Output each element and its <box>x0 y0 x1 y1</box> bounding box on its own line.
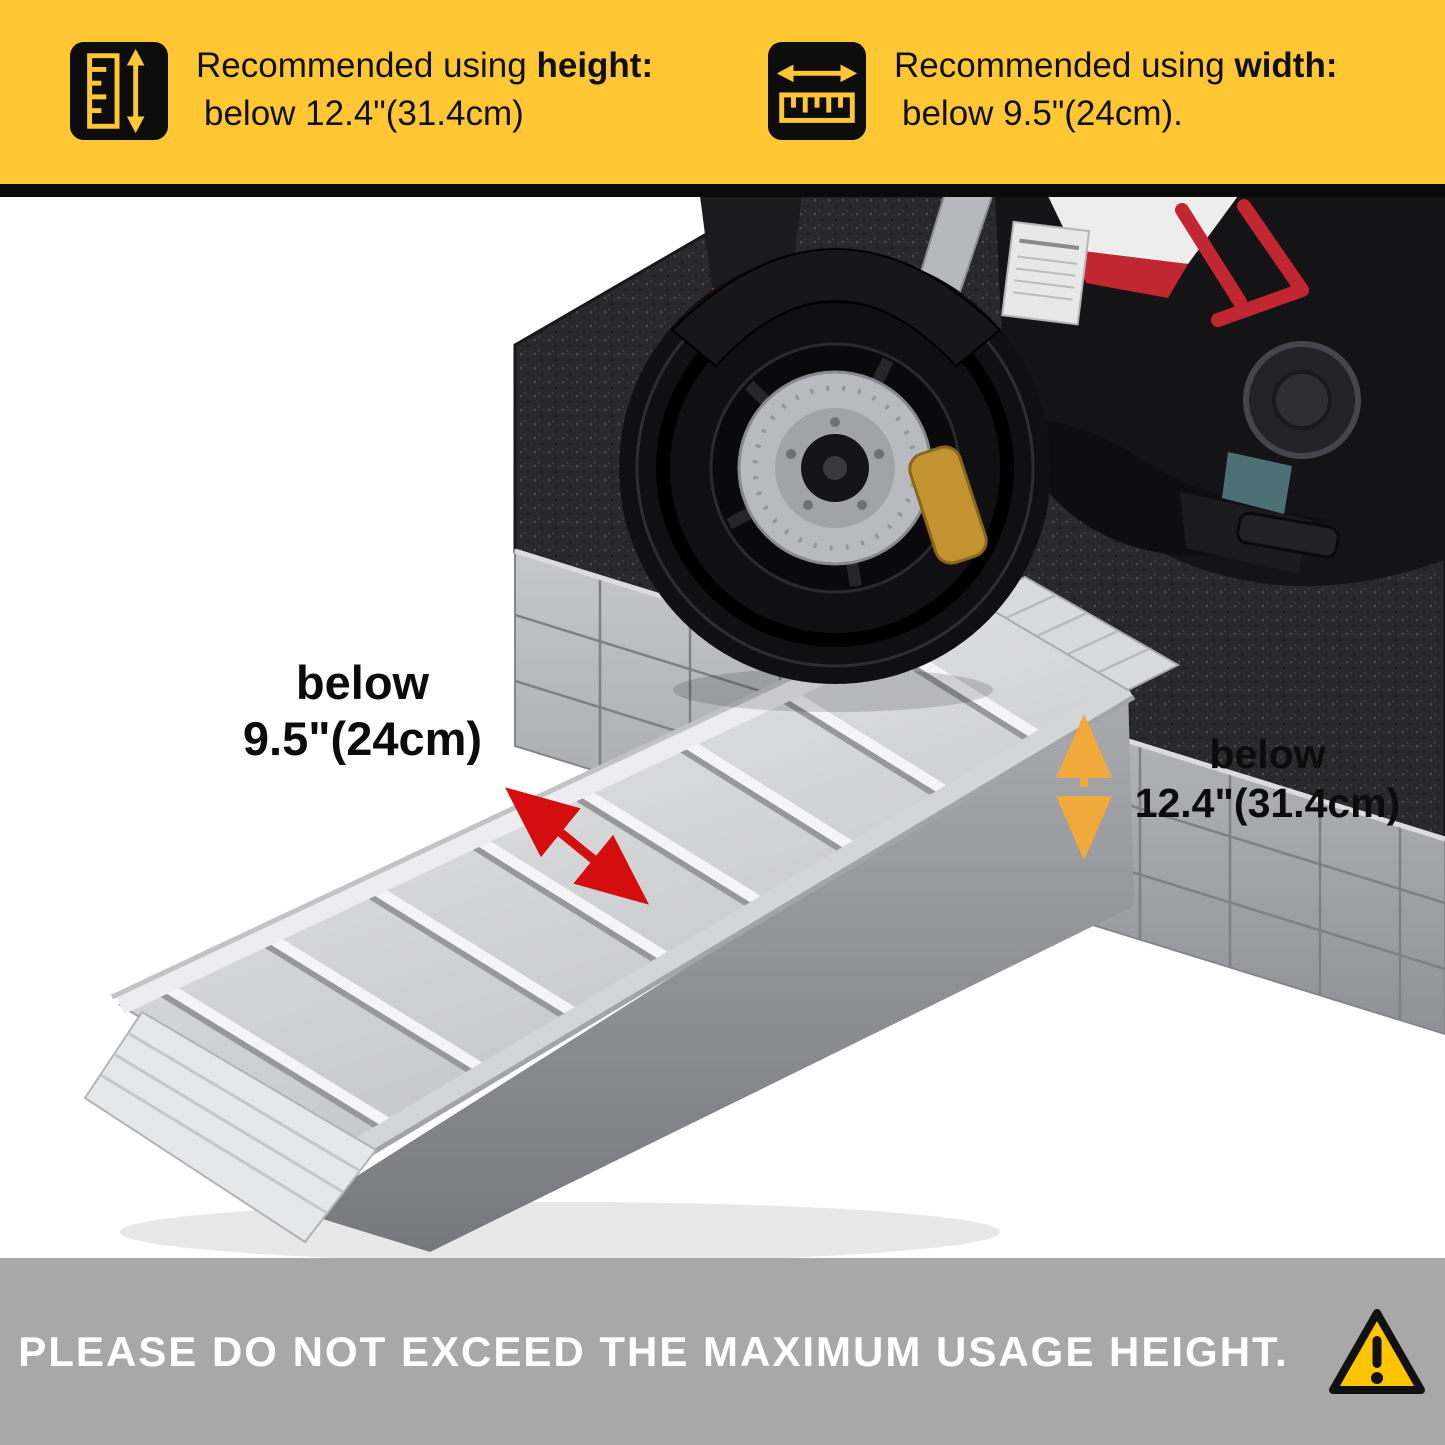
ramp-width-label-line2: 9.5"(24cm) <box>242 712 483 766</box>
motorcycle-body <box>700 196 1445 586</box>
ramp-width-label: below 9.5"(24cm) <box>185 655 540 768</box>
platform-height-label-line1: below <box>1209 731 1326 777</box>
brake-caliper <box>908 445 988 565</box>
height-text-prefix: Recommended using <box>196 46 537 85</box>
width-text-prefix: Recommended using <box>894 46 1235 85</box>
width-ruler-icon <box>768 42 866 140</box>
width-recommendation-text: Recommended using width: below 9.5"(24cm… <box>894 42 1338 138</box>
warning-triangle-icon <box>1327 1306 1427 1398</box>
width-recommendation-line1: Recommended using width: <box>894 42 1338 90</box>
width-text-keyword: width: <box>1234 46 1338 85</box>
platform-height-label-line2: 12.4"(31.4cm) <box>1134 780 1401 827</box>
ramp-tip-plate <box>83 1010 378 1244</box>
height-text-keyword: height: <box>536 46 654 85</box>
height-recommendation-line1: Recommended using height: <box>196 42 653 90</box>
width-recommendation: Recommended using width: below 9.5"(24cm… <box>768 42 1338 140</box>
ramp-width-label-line1: below <box>295 656 430 709</box>
warning-sticker <box>1001 220 1091 326</box>
width-text-value: below 9.5"(24cm). <box>902 94 1183 133</box>
top-banner: Recommended using height: below 12.4"(31… <box>0 0 1445 197</box>
ramp-side-wedge <box>300 688 1134 1252</box>
ramp-width-arrow <box>505 787 649 905</box>
bottom-banner: PLEASE DO NOT EXCEED THE MAXIMUM USAGE H… <box>0 1258 1445 1445</box>
front-fender <box>670 248 1002 368</box>
height-recommendation-text: Recommended using height: below 12.4"(31… <box>196 42 653 138</box>
height-text-value: below 12.4"(31.4cm) <box>204 94 524 133</box>
platform-height-label: below 12.4"(31.4cm) <box>1090 730 1445 828</box>
height-recommendation: Recommended using height: below 12.4"(31… <box>70 42 653 140</box>
height-ruler-icon <box>70 42 168 140</box>
max-height-warning-text: PLEASE DO NOT EXCEED THE MAXIMUM USAGE H… <box>18 1327 1289 1375</box>
